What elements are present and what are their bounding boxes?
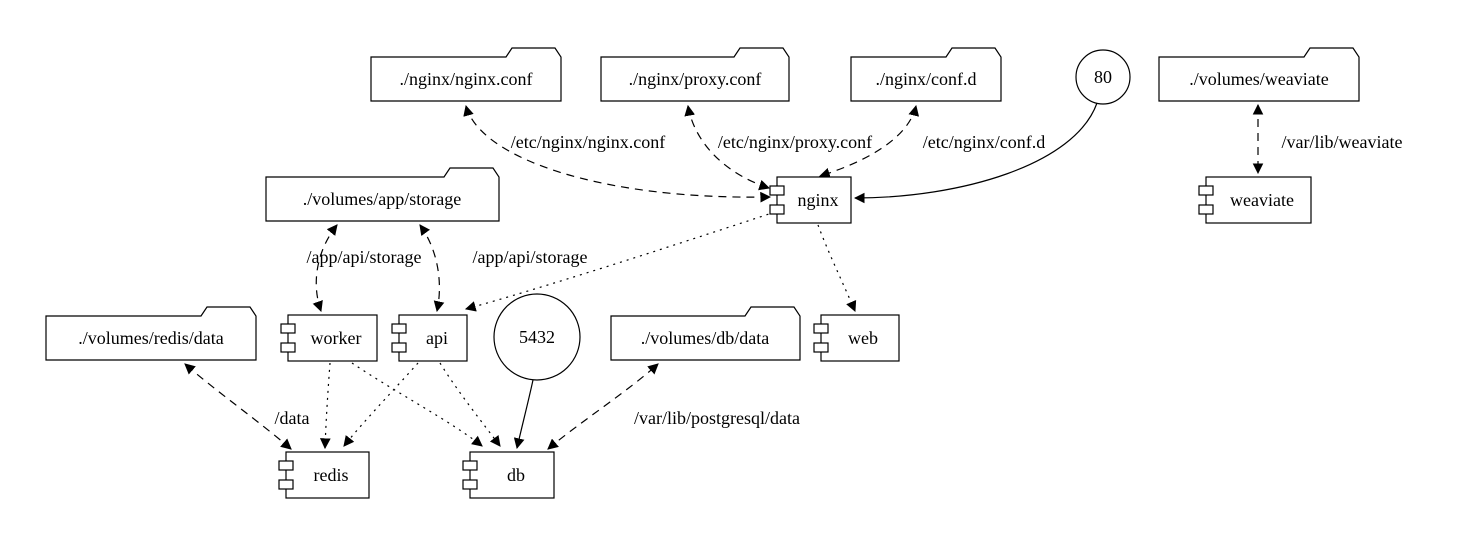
node-label: redis (314, 465, 349, 485)
node-volumes-weaviate-folder: ./volumes/weaviate (1158, 47, 1360, 102)
node-label: ./nginx/nginx.conf (400, 69, 533, 89)
edge-worker-depends-redis (319, 362, 331, 450)
port-circle-icon (1075, 49, 1131, 105)
edge-worker-to-app-storage (312, 224, 338, 313)
node-redis-data-folder: ./volumes/redis/data (45, 306, 257, 361)
component-tab-icon (1198, 204, 1214, 215)
node-db-data-folder: ./volumes/db/data (610, 306, 801, 361)
node-port-80: 80 (1075, 49, 1131, 105)
edges (184, 102, 1264, 450)
component-tab-icon (278, 460, 294, 471)
nodes: ./nginx/nginx.conf ./nginx/proxy.conf ./… (45, 47, 1360, 499)
edge-nginx-to-conf-d (818, 104, 920, 179)
folder-icon (850, 47, 1002, 102)
component-box (285, 451, 370, 499)
edge-label-worker-storage-mount: /app/api/storage (307, 247, 422, 267)
node-web-component: web (813, 314, 900, 362)
edge-db-to-db-data (547, 363, 659, 450)
node-redis-component: redis (278, 451, 370, 499)
edge-api-depends-redis (343, 362, 419, 447)
edge-port80-to-nginx (853, 102, 1098, 204)
component-tab-icon (769, 185, 785, 196)
node-db-component: db (462, 451, 555, 499)
component-tab-icon (813, 342, 829, 353)
node-label: api (426, 328, 448, 348)
component-box (398, 314, 468, 362)
component-tab-icon (462, 479, 478, 490)
node-label: web (848, 328, 878, 348)
component-tab-icon (278, 479, 294, 490)
edge-worker-depends-db (351, 362, 483, 447)
edge-labels: /etc/nginx/nginx.conf /etc/nginx/proxy.c… (275, 132, 1403, 428)
port-circle-icon (493, 293, 581, 381)
node-proxy-conf-folder: ./nginx/proxy.conf (600, 47, 790, 102)
node-label: 5432 (519, 327, 555, 347)
edge-port5432-to-db (513, 379, 534, 450)
edge-label-redis-mount: /data (275, 408, 310, 428)
node-nginx-conf-folder: ./nginx/nginx.conf (370, 47, 562, 102)
node-label: nginx (797, 190, 838, 210)
node-label: 80 (1094, 67, 1112, 87)
edge-label-proxy-conf-mount: /etc/nginx/proxy.conf (718, 132, 872, 152)
folder-icon (370, 47, 562, 102)
edge-nginx-to-nginx-conf (463, 104, 772, 203)
component-box (287, 314, 378, 362)
node-api-component: api (391, 314, 468, 362)
component-tab-icon (280, 342, 296, 353)
component-tab-icon (391, 342, 407, 353)
node-weaviate-component: weaviate (1198, 176, 1312, 224)
edge-label-conf-d-mount: /etc/nginx/conf.d (923, 132, 1045, 152)
edge-label-db-mount: /var/lib/postgresql/data (634, 408, 800, 428)
node-port-5432: 5432 (493, 293, 581, 381)
node-app-storage-folder: ./volumes/app/storage (265, 167, 500, 222)
node-conf-d-folder: ./nginx/conf.d (850, 47, 1002, 102)
edge-label-api-storage-mount: /app/api/storage (473, 247, 588, 267)
node-label: ./nginx/proxy.conf (629, 69, 762, 89)
node-label: ./volumes/weaviate (1189, 69, 1328, 89)
component-box (776, 176, 852, 224)
component-box (1205, 176, 1312, 224)
edge-redis-to-redis-data (184, 363, 292, 450)
folder-icon (610, 306, 801, 361)
node-label: ./volumes/redis/data (78, 328, 223, 348)
component-tab-icon (769, 204, 785, 215)
component-tab-icon (462, 460, 478, 471)
component-box (469, 451, 555, 499)
component-tab-icon (1198, 185, 1214, 196)
component-box (820, 314, 900, 362)
component-tab-icon (280, 323, 296, 334)
node-label: ./nginx/conf.d (876, 69, 977, 89)
node-label: worker (311, 328, 362, 348)
edge-label-nginx-conf-mount: /etc/nginx/nginx.conf (511, 132, 665, 152)
edge-api-depends-db (439, 362, 501, 447)
folder-icon (265, 167, 500, 222)
node-label: db (507, 465, 525, 485)
edge-nginx-depends-web (817, 224, 857, 312)
node-nginx-component: nginx (769, 176, 852, 224)
node-worker-component: worker (280, 314, 378, 362)
node-label: weaviate (1230, 190, 1294, 210)
folder-icon (600, 47, 790, 102)
folder-icon (45, 306, 257, 361)
node-label: ./volumes/app/storage (303, 189, 461, 209)
component-tab-icon (391, 323, 407, 334)
edge-nginx-to-proxy-conf (684, 104, 771, 191)
folder-icon (1158, 47, 1360, 102)
node-label: ./volumes/db/data (641, 328, 769, 348)
edge-api-to-app-storage (419, 224, 445, 313)
edge-label-weaviate-mount: /var/lib/weaviate (1282, 132, 1403, 152)
component-tab-icon (813, 323, 829, 334)
